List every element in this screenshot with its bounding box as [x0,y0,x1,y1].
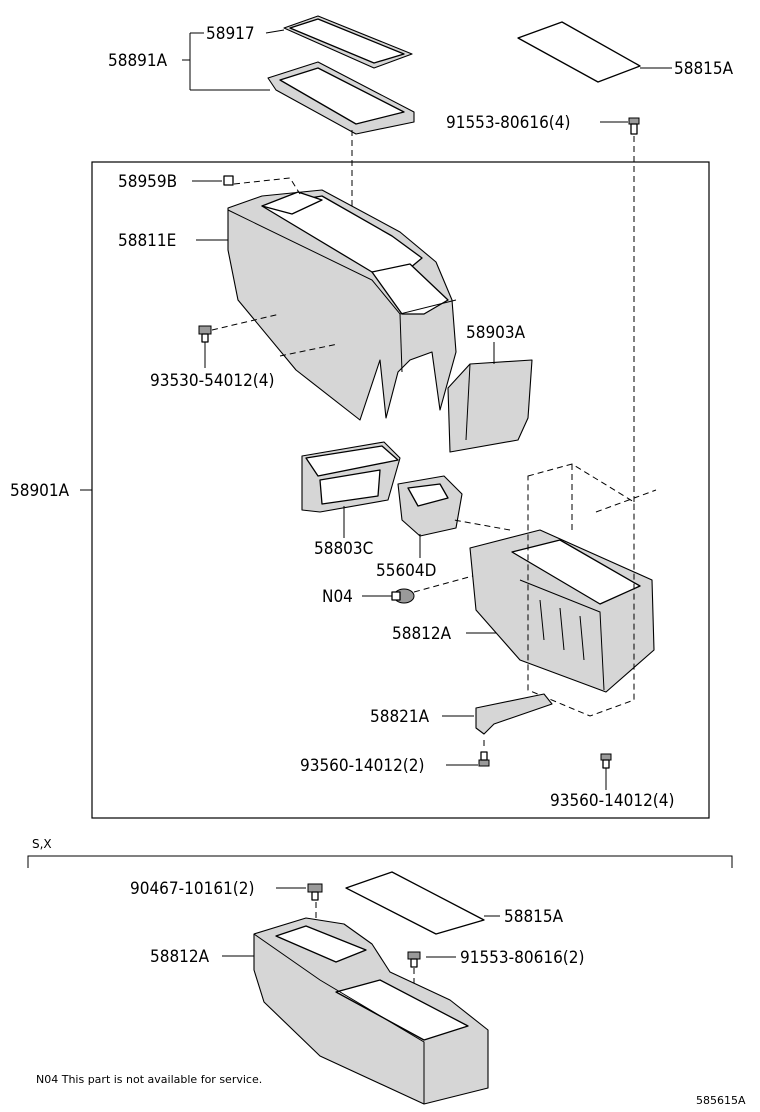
section-bracket [27,855,733,868]
label-58811E: 58811E [118,231,176,251]
screw-93560-a[interactable] [478,751,490,767]
screw-90467[interactable] [307,883,323,901]
label-58891A: 58891A [108,51,168,71]
grommet-N04[interactable] [391,588,415,604]
label-58812A-bottom: 58812A [150,947,210,967]
console-58812A-bottom[interactable] [253,917,489,1105]
bracket-58821A[interactable] [475,693,553,735]
label-55604D: 55604D [376,561,436,581]
section-label: S,X [32,837,52,851]
mat-58815A-top[interactable] [517,21,641,83]
console-body-58811E[interactable] [227,189,457,421]
cup-holder-insert-55604D[interactable] [397,475,463,537]
label-58901A: 58901A [10,481,70,501]
screw-91553-bottom[interactable] [407,951,421,968]
label-91553-top: 91553-80616(4) [446,113,570,133]
lid-frame-58891A[interactable] [267,61,415,135]
label-90467: 90467-10161(2) [130,879,254,899]
footnote: N04 This part is not available for servi… [36,1073,262,1086]
label-58903A: 58903A [466,323,526,343]
label-N04: N04 [322,587,353,607]
label-93560-b: 93560-14012(4) [550,791,674,811]
label-93560-a: 93560-14012(2) [300,756,424,776]
reference-code: 585615A [696,1094,746,1107]
label-58812A-top: 58812A [392,624,452,644]
screw-93560-b[interactable] [600,753,612,769]
label-93530: 93530-54012(4) [150,371,274,391]
label-91553-bottom: 91553-80616(2) [460,948,584,968]
clip-58959B[interactable] [223,175,234,186]
console-box-58812A[interactable] [469,529,655,693]
screw-93530[interactable] [198,325,212,343]
leader-58917 [265,29,285,34]
mat-58815A-bottom[interactable] [345,871,485,935]
label-58959B: 58959B [118,172,177,192]
label-58815A-bottom: 58815A [504,907,564,927]
label-58815A-top: 58815A [674,59,734,79]
label-58917: 58917 [206,24,255,44]
cup-holder-trim-58803C[interactable] [301,441,401,513]
side-trim-58903A[interactable] [447,359,533,453]
screw-91553-top[interactable] [628,117,640,135]
lid-panel-58917[interactable] [283,15,413,69]
label-58803C: 58803C [314,539,373,559]
label-58821A: 58821A [370,707,430,727]
